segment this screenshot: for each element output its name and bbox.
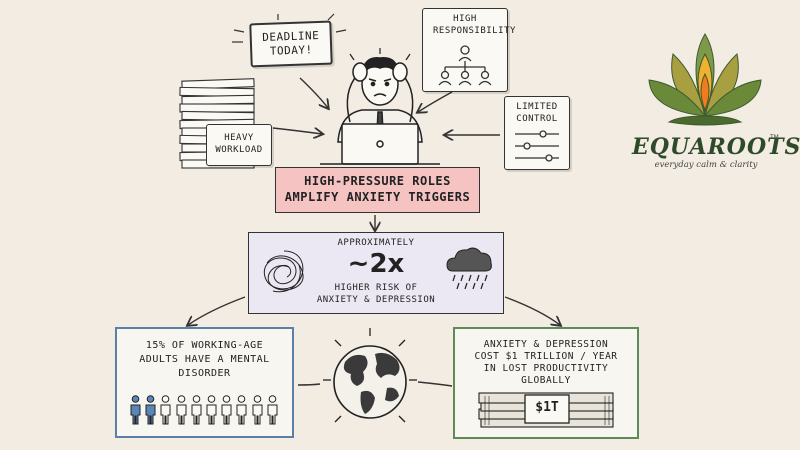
org-chart-icon <box>438 45 492 86</box>
risk-panel: APPROXIMATELY ~2x HIGHER RISK OF ANXIETY… <box>248 232 504 314</box>
trigger-responsibility: HIGH RESPONSIBILITY <box>422 8 516 92</box>
person-icon <box>160 395 171 425</box>
working-age-stat-text: 15% of working-age adults have a mental … <box>139 340 270 379</box>
globe-icon <box>323 328 417 423</box>
person-icon <box>206 395 217 425</box>
deadline-sparks-icon <box>232 13 347 43</box>
money-label: $1T <box>535 400 559 415</box>
cost-line-4: GLOBALLY <box>521 375 571 386</box>
money-stack-icon <box>478 392 614 428</box>
banner-line-1: HIGH-PRESSURE ROLES <box>304 174 451 188</box>
person-icon <box>252 395 263 425</box>
risk-line-2: ANXIETY & DEPRESSION <box>316 295 436 305</box>
lotus-logo-icon <box>648 33 762 126</box>
trigger-control: LIMITED CONTROL <box>504 96 570 170</box>
arrow-deadline <box>299 77 328 108</box>
trigger-workload: HEAVY WORKLOAD <box>206 124 272 166</box>
risk-multiplier-value: ~2x <box>347 249 405 279</box>
stressed-worker-illustration <box>320 48 440 165</box>
cost-line-1: ANXIETY & DEPRESSION <box>483 339 609 350</box>
working-age-stat-card: 15% of working-age adults have a mental … <box>115 327 294 438</box>
arrow-globe-left <box>297 383 321 386</box>
anxiety-scribble-icon <box>263 250 304 293</box>
brand-name: EQUAROOTS <box>632 134 800 160</box>
person-icon <box>191 395 202 425</box>
arrow-risk-to-right <box>504 296 560 325</box>
responsibility-label: HIGH RESPONSIBILITY <box>433 14 516 36</box>
brand-tagline: everyday calm & clarity <box>654 160 758 170</box>
rain-cloud-icon <box>446 247 492 290</box>
person-icon <box>236 395 247 425</box>
people-row <box>129 395 281 427</box>
person-highlighted-icon <box>130 395 141 425</box>
risk-line-1: HIGHER RISK OF <box>334 283 418 293</box>
productivity-cost-card: ANXIETY & DEPRESSION COST $1 TRILLION / … <box>453 327 639 439</box>
pressure-banner: HIGH-PRESSURE ROLES AMPLIFY ANXIETY TRIG… <box>275 167 480 213</box>
workload-label: HEAVY WORKLOAD <box>215 133 263 155</box>
person-icon <box>221 395 232 425</box>
arrow-risk-to-left <box>188 296 246 325</box>
brand-trademark: TM <box>770 134 779 141</box>
arrow-globe-right <box>417 381 453 387</box>
person-icon <box>176 395 187 425</box>
arrow-responsibility <box>418 91 453 112</box>
person-highlighted-icon <box>145 395 156 425</box>
cost-line-2: COST $1 TRILLION / YEAR <box>474 351 618 362</box>
control-label: LIMITED CONTROL <box>516 102 558 124</box>
banner-line-2: AMPLIFY ANXIETY TRIGGERS <box>284 190 471 204</box>
sliders-icon <box>515 130 559 162</box>
person-icon <box>267 395 278 425</box>
arrow-workload <box>272 127 322 134</box>
risk-approx-label: APPROXIMATELY <box>337 238 415 248</box>
cost-line-3: IN LOST PRODUCTIVITY <box>483 363 609 374</box>
